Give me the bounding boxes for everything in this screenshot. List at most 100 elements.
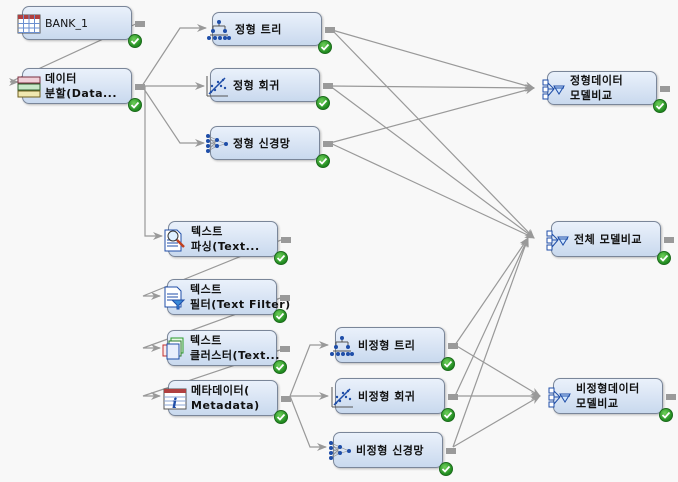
node-label-line: 메타데이터( bbox=[191, 384, 250, 397]
text-cluster-icon bbox=[162, 337, 186, 361]
status-completed-icon bbox=[653, 99, 667, 113]
node-label: 비정형 트리 bbox=[358, 338, 415, 353]
edge-lin_tree-to-cmp_all[interactable] bbox=[331, 29, 535, 239]
edge-partition-to-txt_parse[interactable] bbox=[144, 86, 163, 240]
edge-lin_nn-to-cmp_all[interactable] bbox=[329, 142, 535, 239]
status-completed-icon bbox=[318, 40, 332, 54]
node-lin-reg[interactable]: 정형 회귀 bbox=[206, 68, 333, 110]
edge-partition-to-lin_nn[interactable] bbox=[141, 85, 205, 147]
edge-metadata-to-un_tree[interactable] bbox=[289, 341, 329, 397]
node-label: 비정형 신경망 bbox=[356, 443, 424, 458]
edge-un_nn-to-cmp_all[interactable] bbox=[452, 237, 529, 448]
edge-partition-to-lin_tree[interactable] bbox=[141, 24, 207, 87]
node-lin-tree[interactable]: 정형 트리 bbox=[207, 12, 335, 54]
status-completed-icon bbox=[128, 34, 142, 48]
status-completed-icon bbox=[274, 251, 288, 265]
output-port[interactable] bbox=[660, 86, 670, 92]
node-label: 정형 트리 bbox=[235, 22, 282, 37]
output-port[interactable] bbox=[666, 394, 676, 400]
node-label-line: 전체 모델비교 bbox=[574, 232, 643, 246]
node-label-line: 모델비교 bbox=[570, 89, 613, 102]
node-label-line: 텍스트 bbox=[190, 334, 222, 347]
model-comparison-icon bbox=[546, 228, 570, 252]
edge-un_tree-to-cmp_all[interactable] bbox=[454, 237, 529, 346]
output-port[interactable] bbox=[280, 346, 290, 352]
node-label: 전체 모델비교 bbox=[574, 232, 642, 247]
edge-lin_tree-to-cmp_struct[interactable] bbox=[331, 29, 535, 90]
status-completed-icon bbox=[274, 410, 288, 424]
status-completed-icon bbox=[128, 98, 142, 112]
output-port[interactable] bbox=[448, 343, 458, 349]
node-un-nn[interactable]: 비정형 신경망 bbox=[329, 432, 456, 476]
node-lin-nn[interactable]: 정형 신경망 bbox=[206, 126, 333, 168]
text-filter-icon bbox=[162, 286, 186, 310]
status-completed-icon bbox=[439, 462, 453, 476]
status-completed-icon bbox=[316, 154, 330, 168]
node-label-line: 텍스트 bbox=[191, 225, 223, 238]
neural-network-icon bbox=[205, 132, 229, 156]
node-bank[interactable]: BANK_1 bbox=[17, 6, 145, 48]
output-port[interactable] bbox=[323, 141, 333, 147]
decision-tree-icon bbox=[207, 18, 231, 42]
node-label-line: Metadata) bbox=[191, 399, 260, 412]
decision-tree-icon bbox=[330, 334, 354, 358]
edge-un_nn-to-cmp_unstruct[interactable] bbox=[452, 395, 541, 448]
edge-lin_reg-to-cmp_all[interactable] bbox=[329, 85, 535, 239]
node-label-line: 필터(Text Filter) bbox=[190, 298, 291, 311]
data-partition-icon bbox=[17, 75, 41, 99]
data-table-icon bbox=[17, 12, 41, 36]
output-port[interactable] bbox=[281, 396, 291, 402]
edge-metadata-to-un_nn[interactable] bbox=[289, 395, 327, 451]
node-label-line: 비정형데이터 bbox=[576, 382, 640, 395]
output-port[interactable] bbox=[664, 237, 674, 243]
output-port[interactable] bbox=[280, 295, 290, 301]
node-label-line: 정형 신경망 bbox=[233, 136, 291, 150]
edge-lin_nn-to-cmp_struct[interactable] bbox=[329, 86, 535, 144]
edge-un_tree-to-cmp_unstruct[interactable] bbox=[454, 344, 541, 397]
node-label-line: 파싱(Text... bbox=[191, 240, 260, 253]
output-port[interactable] bbox=[281, 237, 291, 243]
model-comparison-icon bbox=[548, 385, 572, 409]
node-cmp-all[interactable]: 전체 모델비교 bbox=[546, 221, 674, 265]
output-port[interactable] bbox=[448, 394, 458, 400]
regression-icon bbox=[330, 385, 354, 409]
node-un-reg[interactable]: 비정형 회귀 bbox=[331, 378, 458, 422]
node-un-tree[interactable]: 비정형 트리 bbox=[330, 327, 458, 371]
node-label: 정형 회귀 bbox=[233, 78, 280, 93]
edge-un_reg-to-cmp_all[interactable] bbox=[454, 237, 529, 397]
output-port[interactable] bbox=[446, 448, 456, 454]
node-label-line: 모델비교 bbox=[576, 397, 619, 410]
output-port[interactable] bbox=[135, 21, 145, 27]
status-completed-icon bbox=[273, 360, 287, 374]
node-label: 메타데이터( Metadata) bbox=[191, 383, 260, 413]
status-completed-icon bbox=[659, 408, 673, 422]
node-label-line: 분할(Data... bbox=[45, 87, 118, 100]
node-label-line: BANK_1 bbox=[45, 16, 89, 30]
node-label-line: 정형 회귀 bbox=[233, 78, 280, 92]
status-completed-icon bbox=[273, 309, 287, 323]
output-port[interactable] bbox=[323, 83, 333, 89]
node-label-line: 텍스트 bbox=[190, 283, 222, 296]
node-label: 정형 신경망 bbox=[233, 136, 290, 151]
node-label: BANK_1 bbox=[45, 16, 88, 31]
output-port[interactable] bbox=[135, 84, 145, 90]
node-label: 비정형 회귀 bbox=[358, 389, 415, 404]
output-port[interactable] bbox=[325, 27, 335, 33]
node-label-line: 클러스터(Text... bbox=[190, 349, 280, 362]
edge-lin_reg-to-cmp_struct[interactable] bbox=[329, 83, 535, 92]
node-label-line: 데이터 bbox=[45, 72, 77, 85]
